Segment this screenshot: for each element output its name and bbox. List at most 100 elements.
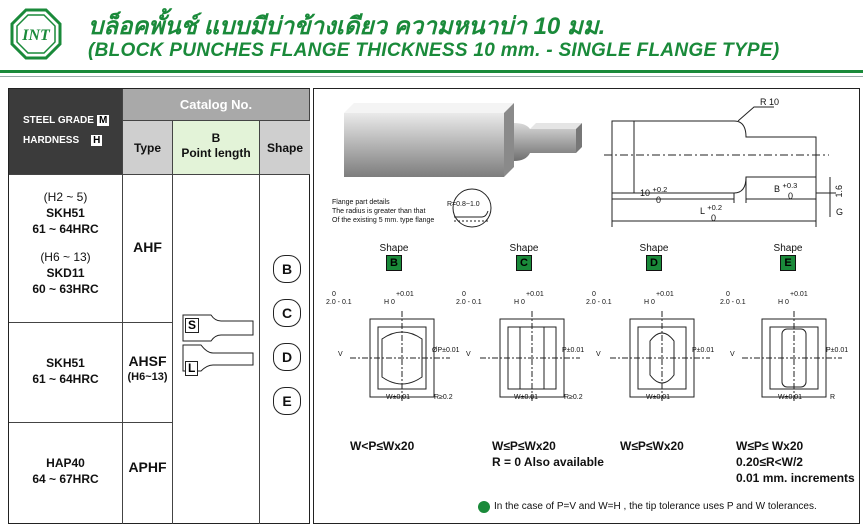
condition-b: W<P≤Wx20 — [350, 439, 415, 453]
dim-l-label: L +0.2 — [700, 203, 722, 216]
condition-e3: 0.01 mm. increments — [736, 471, 855, 485]
point-length-drawing — [182, 314, 254, 372]
int-logo: INT — [10, 8, 62, 60]
hardness-badge: H — [91, 135, 103, 146]
dim-16-label: 1.6 — [834, 185, 844, 198]
d-dim-h-tol: +0.01 — [656, 291, 674, 298]
grade-cell-ahf: (H2 ~ 5) SKH51 61 ~ 64HRC (H6 ~ 13) SKD1… — [9, 175, 123, 323]
shape-b-badge: B — [386, 255, 402, 271]
flange-note-3: Of the existing 5 mm. type flange — [332, 217, 435, 224]
shape-header: Shape — [260, 121, 310, 175]
shape-drawings — [350, 311, 842, 403]
grade-cell-aphf: HAP40 64 ~ 67HRC — [9, 423, 123, 524]
condition-e1: W≤P≤ Wx20 — [736, 439, 804, 453]
grade-text: (H6 ~ 13) — [40, 250, 91, 264]
e-dim-h: H 0 — [778, 299, 789, 306]
condition-e2: 0.20≤R<W/2 — [736, 455, 803, 469]
footnote-bullet-icon — [478, 501, 490, 513]
grade-text: 60 ~ 63HRC — [32, 282, 99, 296]
c-dim-r: R≥0.2 — [564, 394, 583, 401]
grade-cell-ahsf: SKH51 61 ~ 64HRC — [9, 323, 123, 423]
footnote-text: In the case of P=V and W=H , the tip tol… — [494, 501, 817, 512]
shape-c-badge: C — [516, 255, 532, 271]
flange-note-2: The radius is greater than that — [332, 208, 426, 215]
grade-text: 61 ~ 64HRC — [32, 372, 99, 386]
logo-text: INT — [21, 27, 51, 44]
point-length-label: Point length — [181, 146, 251, 160]
d-dim-zero: 0 — [592, 291, 596, 298]
dim-b-label: B +0.3 — [774, 181, 798, 194]
flange-note-1: Flange part details — [332, 199, 390, 206]
d-dim-range: 2.0 - 0.1 — [586, 299, 612, 306]
b-dim-v: V — [338, 351, 343, 358]
c-dim-w: W±0.01 — [514, 394, 539, 401]
header-rule-thin — [0, 76, 863, 77]
dim-10-tol-lower: 0 — [656, 195, 662, 205]
condition-c2: R = 0 Also available — [492, 455, 604, 469]
c-dim-p: P±0.01 — [562, 347, 585, 354]
grade-text: SKH51 — [46, 206, 85, 220]
d-dim-p: P±0.01 — [692, 347, 715, 354]
header-rule — [0, 70, 863, 73]
grade-text: (H2 ~ 5) — [43, 190, 88, 204]
grade-text: 64 ~ 67HRC — [32, 472, 99, 486]
title-english: (BLOCK PUNCHES FLANGE THICKNESS 10 mm. -… — [88, 40, 780, 61]
title-thai: บล็อคพั้นช์ แบบมีบ่าข้างเดียว ความหนาบ่า… — [88, 13, 606, 40]
e-dim-w: W±0.01 — [778, 394, 803, 401]
shape-e-badge: E — [780, 255, 796, 271]
b-dim-h-tol: +0.01 — [396, 291, 414, 298]
type-text: AHSF — [128, 353, 167, 369]
radius-detail — [452, 188, 492, 228]
condition-c1: W≤P≤Wx20 — [492, 439, 556, 453]
type-cell-aphf: APHF — [123, 423, 173, 524]
d-dim-v: V — [596, 351, 601, 358]
punch-photo — [344, 103, 582, 177]
b-dim-range: 2.0 - 0.1 — [326, 299, 352, 306]
point-length-column — [173, 175, 260, 524]
e-dim-v: V — [730, 351, 735, 358]
e-dim-r: R — [830, 394, 836, 401]
c-dim-zero: 0 — [462, 291, 466, 298]
b-dim-w: W±0.01 — [386, 394, 411, 401]
dim-l-tol-lower: 0 — [711, 213, 717, 223]
c-dim-v: V — [466, 351, 471, 358]
b-dim-h: H 0 — [384, 299, 395, 306]
e-dim-range: 2.0 - 0.1 — [720, 299, 746, 306]
point-length-header: B Point length — [173, 121, 260, 175]
shape-e-button[interactable]: E — [273, 387, 301, 415]
b-dim-zero: 0 — [332, 291, 336, 298]
point-s-label: S — [185, 318, 200, 333]
type-cell-ahsf: AHSF (H6~13) — [123, 323, 173, 423]
dim-b-tol-lower: 0 — [788, 191, 794, 201]
c-dim-h-tol: +0.01 — [526, 291, 544, 298]
grade-text: 61 ~ 64HRC — [32, 222, 99, 236]
e-dim-zero: 0 — [726, 291, 730, 298]
e-dim-h-tol: +0.01 — [790, 291, 808, 298]
side-view-drawing — [604, 106, 836, 227]
d-dim-h: H 0 — [644, 299, 655, 306]
dim-g-label: G — [836, 207, 844, 217]
type-header: Type — [123, 121, 173, 175]
shape-b-button[interactable]: B — [273, 255, 301, 283]
c-dim-range: 2.0 - 0.1 — [456, 299, 482, 306]
grade-text: SKH51 — [46, 356, 85, 370]
b-label: B — [211, 131, 221, 145]
shape-c-button[interactable]: C — [273, 299, 301, 327]
shape-d-button[interactable]: D — [273, 343, 301, 371]
shape-d-badge: D — [646, 255, 662, 271]
radius-note: R=0.8~1.0 — [447, 201, 480, 208]
catalog-no-header: Catalog No. — [123, 89, 310, 121]
d-dim-w: W±0.01 — [646, 394, 671, 401]
dim-10-label: 10 +0.2 — [640, 185, 668, 198]
condition-d: W≤P≤Wx20 — [620, 439, 684, 453]
steel-grade-badge: M — [96, 115, 110, 126]
technical-drawing-panel: R=0.8~1.0 Flange part details The radius… — [313, 88, 860, 524]
